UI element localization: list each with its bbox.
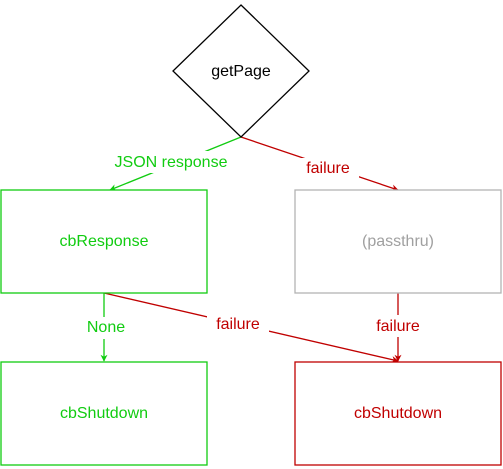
edge-label-json-response: JSON response <box>115 154 228 171</box>
edge-label-failure-top: failure <box>306 160 350 177</box>
node-passthru: (passthru) <box>294 189 502 294</box>
edge-failure-right: failure <box>367 293 429 362</box>
node-cb-shutdown-left: cbShutdown <box>0 361 208 466</box>
node-cb-shutdown-right: cbShutdown <box>294 361 502 466</box>
edge-failure-top: failure <box>240 136 399 192</box>
node-label-cb-shutdown-left: cbShutdown <box>60 405 148 422</box>
edge-label-failure-right: failure <box>376 318 420 335</box>
edge-label-none: None <box>87 319 125 336</box>
node-label-cb-shutdown-right: cbShutdown <box>354 405 442 422</box>
edge-label-failure-cross: failure <box>216 316 260 333</box>
node-label-passthru: (passthru) <box>362 233 434 250</box>
node-cb-response: cbResponse <box>0 189 208 294</box>
node-label-get-page: getPage <box>211 63 271 80</box>
node-get-page: getPage <box>172 4 310 138</box>
node-label-cb-response: cbResponse <box>60 233 149 250</box>
edge-json-response: JSON response <box>96 136 246 191</box>
edge-failure-cross: failure <box>103 292 399 363</box>
edge-none: None <box>80 293 132 362</box>
